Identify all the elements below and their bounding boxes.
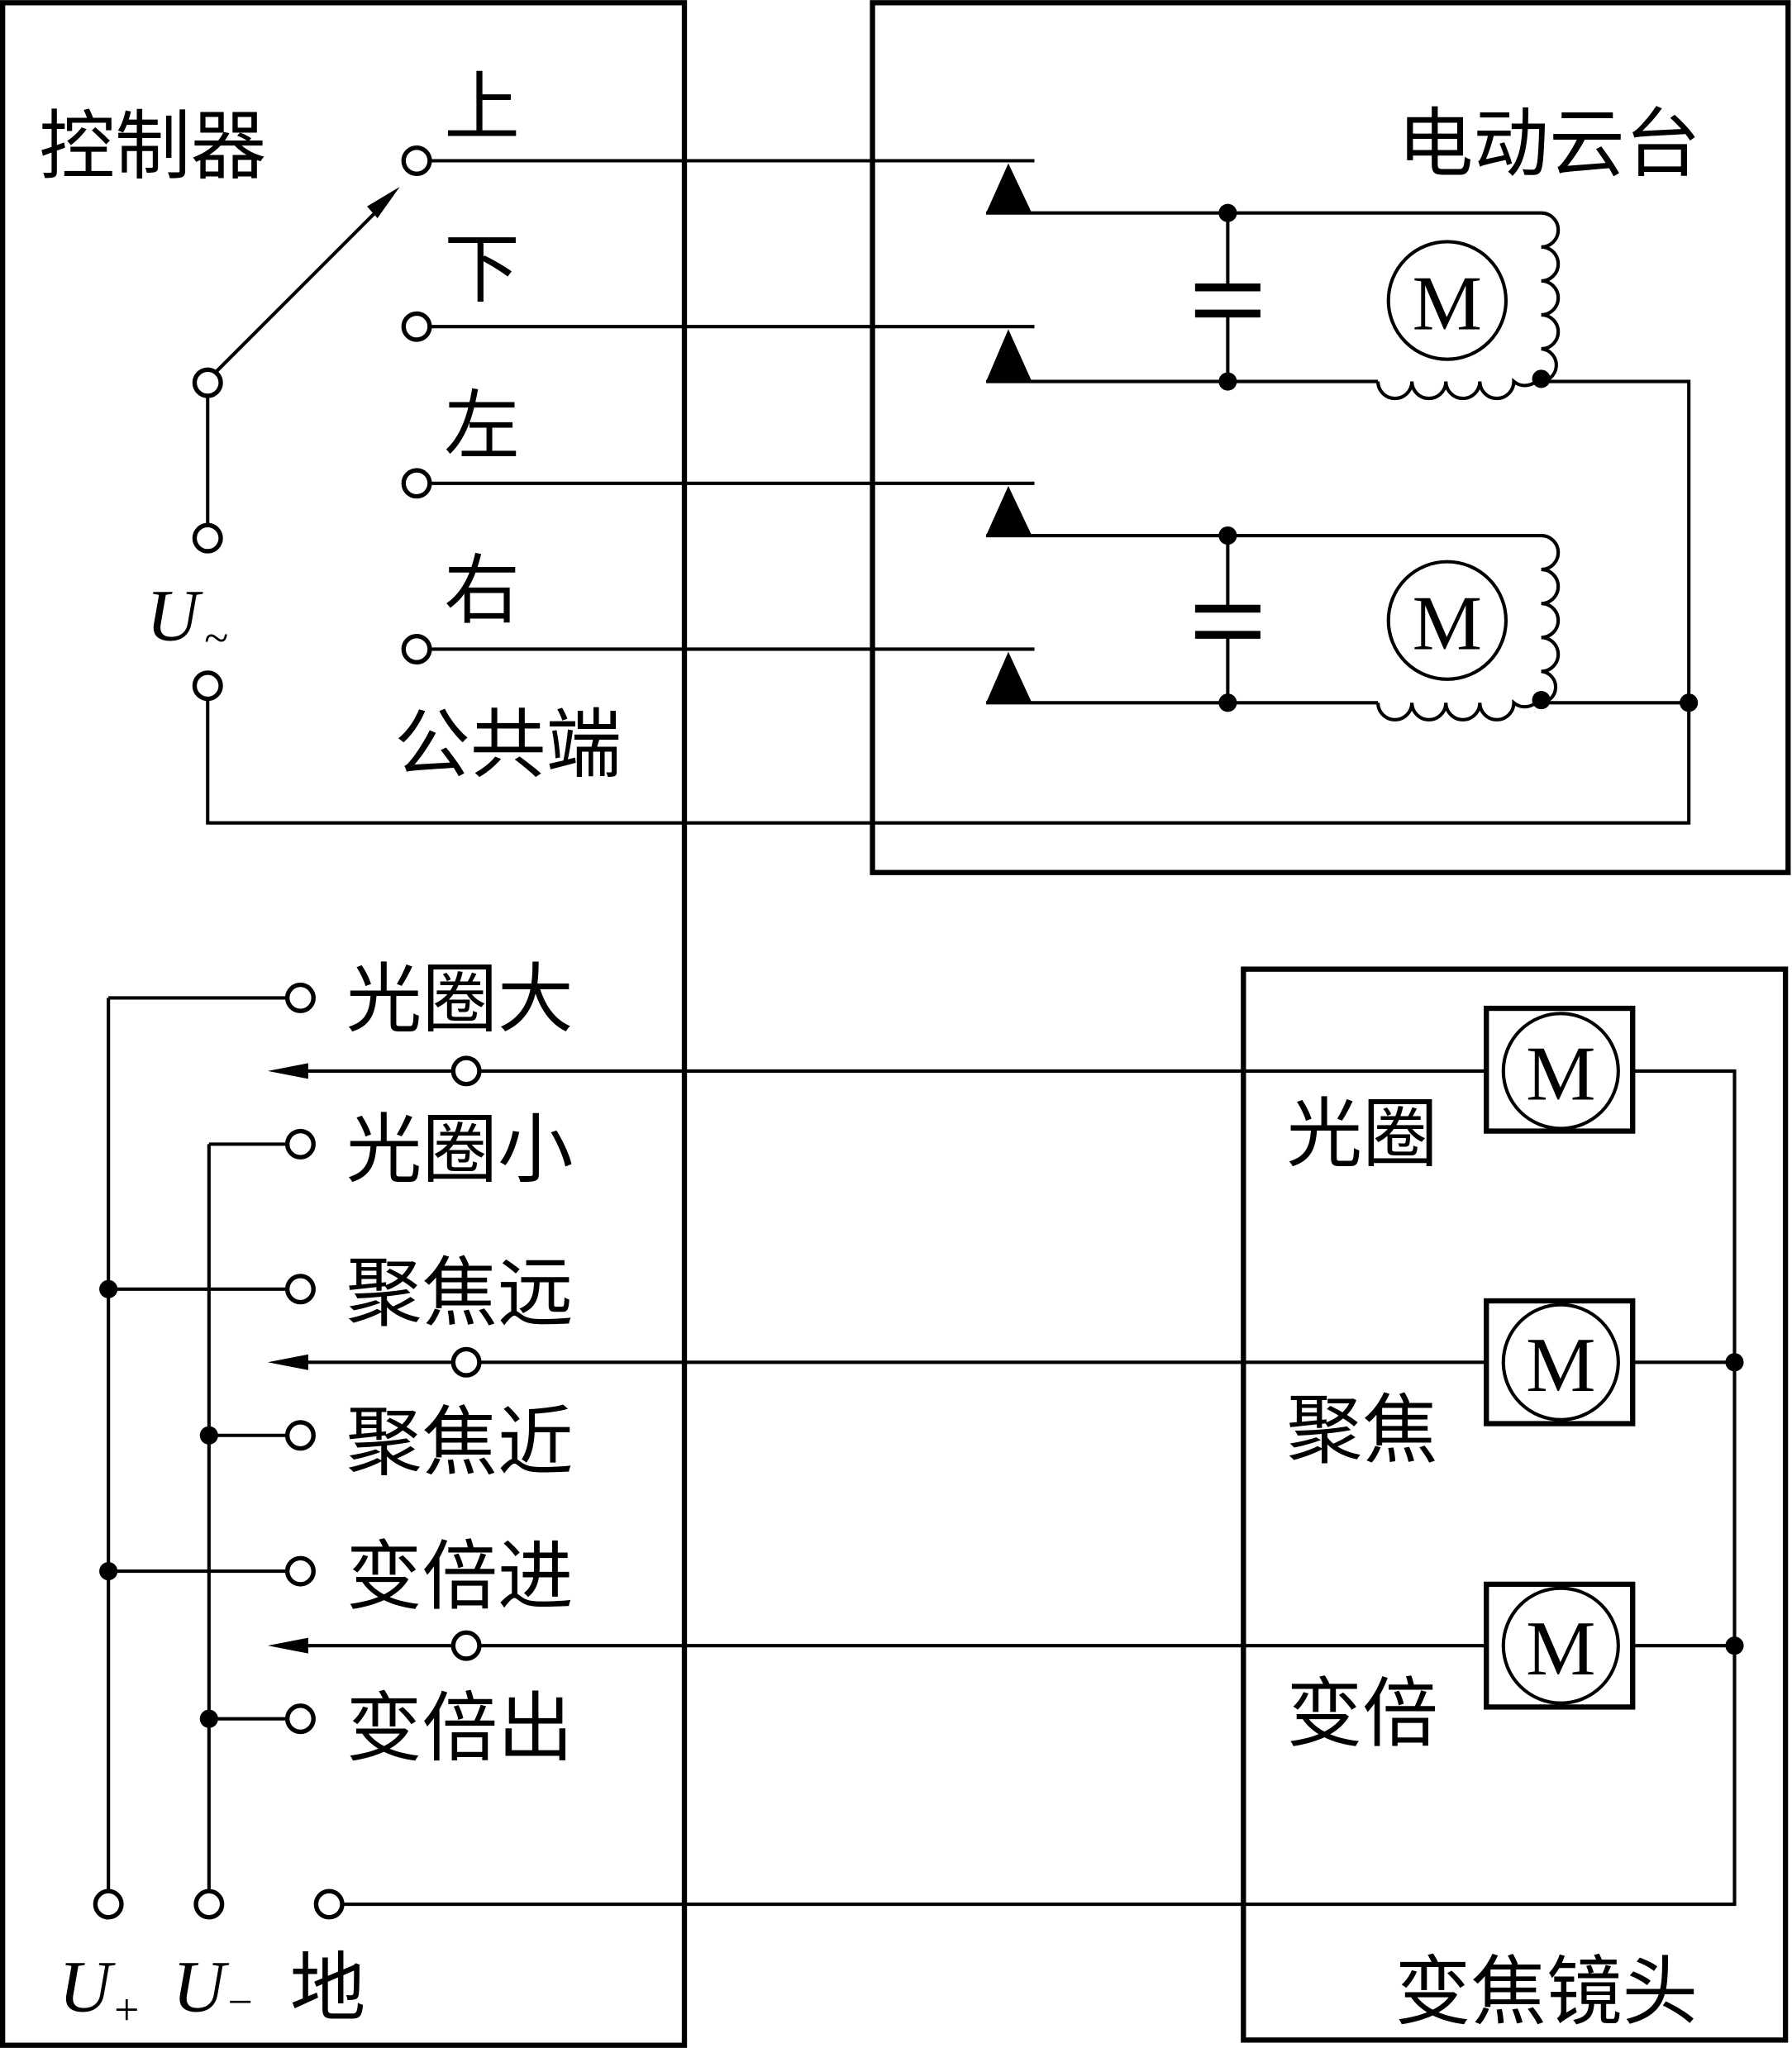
common-return-wire — [206, 379, 1691, 825]
lens-motor-focus: M 聚焦 — [1286, 1298, 1636, 1474]
lens-motor-label-zoom: 变倍 — [1286, 1669, 1437, 1758]
control-iris-open[interactable]: 光圈大 — [108, 955, 574, 1044]
zoom-motor-wire — [267, 1630, 1487, 1661]
label-focus-near: 聚焦近 — [346, 1398, 574, 1486]
selector-switch[interactable] — [192, 187, 400, 539]
u-minus-terminal — [193, 1888, 225, 1920]
control-focus-near[interactable]: 聚焦近 — [199, 1398, 574, 1486]
label-iris-close: 光圈小 — [346, 1105, 574, 1193]
ground-label: 地 — [290, 1944, 366, 2032]
svg-text:M: M — [1413, 579, 1482, 666]
svg-text:M: M — [1413, 260, 1482, 346]
motor-icon — [1501, 1303, 1620, 1422]
ptz-motor-1-circuit: M — [986, 163, 1561, 401]
switch-arm — [214, 200, 388, 374]
control-zoom-out[interactable]: 变倍出 — [199, 1684, 574, 1772]
ac-supply-label: U~ — [146, 575, 228, 663]
coil-icon — [1538, 211, 1561, 383]
control-focus-far[interactable]: 聚焦远 — [99, 1249, 574, 1337]
label-focus-far: 聚焦远 — [346, 1249, 574, 1337]
switch-pivot-terminal — [192, 367, 223, 398]
diode-icon — [986, 485, 1032, 536]
coil-icon — [1538, 533, 1561, 705]
lens-motor-zoom: M 变倍 — [1286, 1581, 1636, 1758]
switch-label-up: 上 — [444, 63, 520, 151]
common-terminal-label: 公共端 — [394, 700, 622, 788]
diode-icon — [986, 163, 1032, 213]
u-plus-terminal — [93, 1888, 124, 1920]
ground-return-wire — [342, 1069, 1737, 1907]
ac-terminal-bottom — [192, 670, 223, 702]
lens-motor-label-iris: 光圈 — [1286, 1089, 1437, 1178]
diode-icon — [986, 329, 1032, 382]
ac-terminal-top — [192, 522, 223, 554]
motor-icon — [1386, 560, 1508, 681]
switch-position-up[interactable]: 上 — [401, 63, 1035, 176]
switch-label-down: 下 — [444, 225, 520, 313]
control-zoom-in[interactable]: 变倍进 — [99, 1532, 574, 1621]
switch-arrow-head — [367, 187, 400, 219]
svg-text:M: M — [1526, 1031, 1595, 1117]
label-zoom-out: 变倍出 — [346, 1684, 574, 1772]
motor-icon — [1501, 1012, 1620, 1131]
motor-icon — [1386, 240, 1508, 361]
switch-label-left: 左 — [444, 382, 520, 470]
coil-icon — [1376, 696, 1542, 722]
ptz-box — [870, 0, 1791, 875]
controller-box — [0, 0, 688, 2048]
ptz-title: 电动云台 — [1398, 100, 1701, 188]
zoom-lens-title: 变焦镜头 — [1395, 1948, 1699, 2036]
svg-text:M: M — [1526, 1605, 1595, 1692]
svg-text:M: M — [1526, 1322, 1595, 1408]
coil-icon — [1376, 375, 1542, 401]
ptz-motor-2-circuit: M — [986, 485, 1690, 722]
lens-motor-iris: M 光圈 — [1286, 1005, 1636, 1178]
u-plus-label: U+ — [59, 1947, 139, 2035]
motor-icon — [1501, 1586, 1620, 1705]
iris-motor-wire — [267, 1055, 1487, 1087]
switch-position-right[interactable]: 右 — [401, 546, 1035, 664]
switch-position-left[interactable]: 左 — [401, 382, 1035, 499]
label-iris-open: 光圈大 — [346, 955, 574, 1044]
ground-terminal — [313, 1888, 345, 1920]
control-iris-close[interactable]: 光圈小 — [208, 1105, 574, 1193]
arrow-left-icon — [267, 1354, 308, 1370]
arrow-left-icon — [267, 1063, 308, 1079]
label-zoom-in: 变倍进 — [346, 1532, 574, 1621]
diode-icon — [986, 651, 1032, 703]
arrow-left-icon — [267, 1637, 308, 1654]
zoom-lens-box — [1241, 966, 1789, 2043]
focus-motor-wire — [267, 1346, 1487, 1378]
controller-title: 控制器 — [39, 102, 266, 191]
lens-motor-label-focus: 聚焦 — [1286, 1386, 1437, 1474]
switch-position-down[interactable]: 下 — [401, 225, 1035, 342]
switch-label-right: 右 — [444, 546, 520, 635]
u-minus-label: U− — [173, 1947, 253, 2028]
